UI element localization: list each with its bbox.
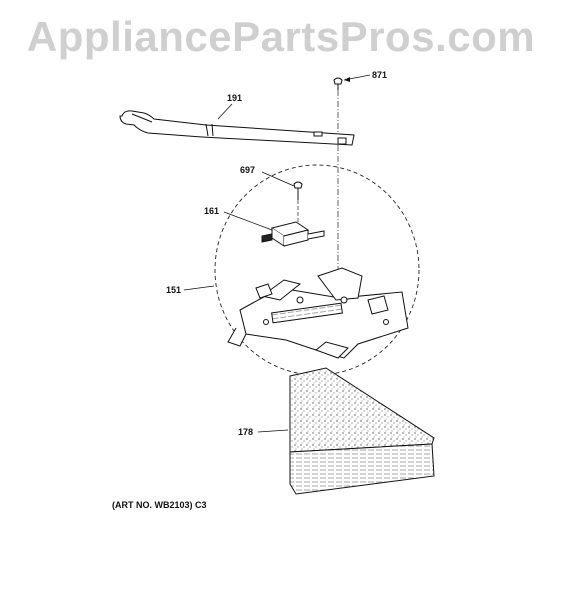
callout-178: 178: [238, 427, 253, 437]
leader-191: [217, 103, 233, 120]
latch-assembly-151: [227, 267, 409, 359]
leader-697: [261, 171, 295, 187]
leader-151: [183, 285, 215, 291]
callout-151: 151: [166, 285, 181, 295]
art-number-caption: (ART NO. WB2103) C3: [112, 500, 207, 510]
callout-871: 871: [372, 70, 387, 80]
site-watermark: AppliancePartsPros.com: [26, 13, 536, 60]
callout-191: 191: [227, 93, 242, 103]
callout-697: 697: [240, 165, 255, 175]
screw-697: [293, 181, 303, 200]
switch-161: [261, 221, 325, 247]
screw-871: [333, 77, 343, 90]
leader-161: [223, 211, 273, 231]
latch-handle-191: [119, 110, 355, 146]
leader-178: [257, 429, 289, 433]
insulation-block-178: [289, 367, 435, 495]
callout-161: 161: [204, 206, 219, 216]
